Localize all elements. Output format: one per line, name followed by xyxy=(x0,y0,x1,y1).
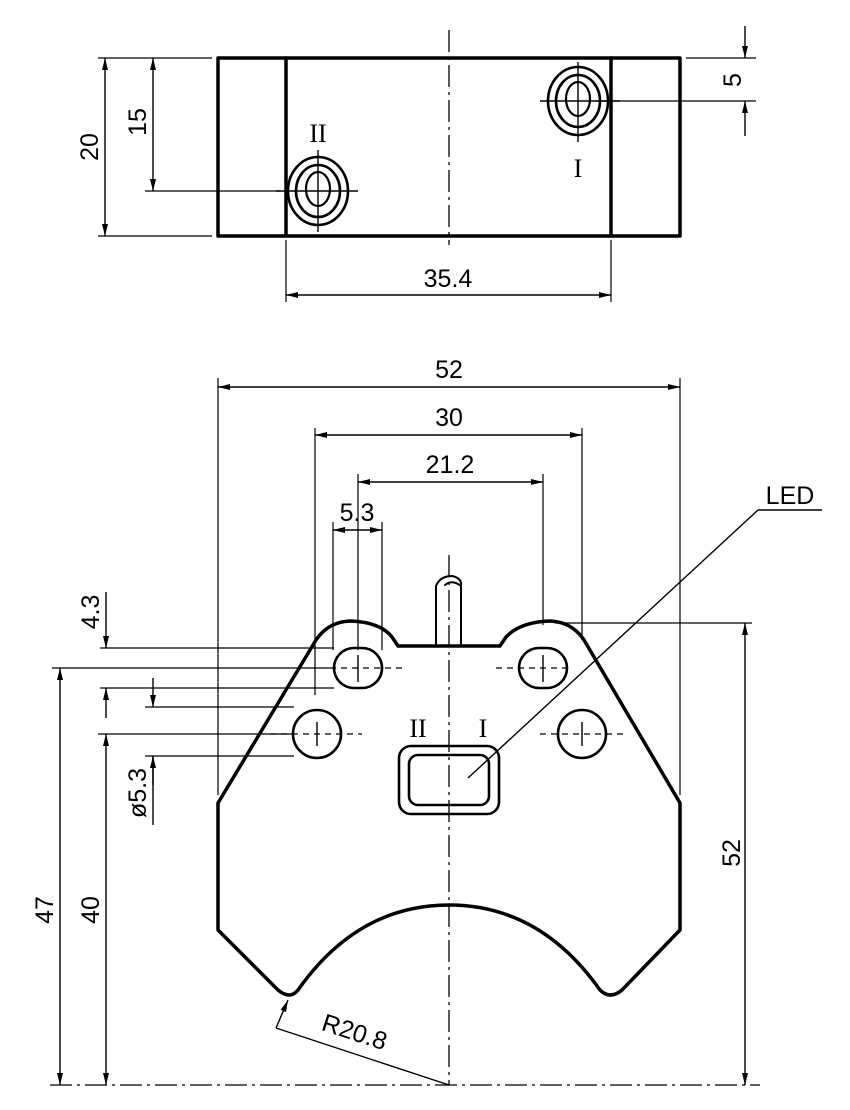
dim-width-52: 52 xyxy=(435,356,463,384)
led-label: LED xyxy=(766,482,815,510)
dim-height-52: 52 xyxy=(718,839,746,867)
radius-leader xyxy=(275,1027,450,1086)
hole-I-top xyxy=(540,62,620,142)
dim-width-30: 30 xyxy=(435,404,463,432)
dim-height-40: 40 xyxy=(77,896,105,924)
dim-spacing-35-4: 35.4 xyxy=(424,265,473,293)
slot-left xyxy=(330,646,405,690)
dim-slot-width-5-3: 5.3 xyxy=(340,499,375,527)
dim-slot-offset-4-3: 4.3 xyxy=(77,595,105,630)
cable-stub xyxy=(435,575,463,647)
hole-right xyxy=(540,708,628,760)
led-window xyxy=(397,744,501,816)
slot-right xyxy=(496,646,572,690)
hole-II-label: II xyxy=(309,119,326,148)
dim-height-20: 20 xyxy=(76,133,104,161)
led-leader-line xyxy=(467,509,759,779)
dim-height-15: 15 xyxy=(124,108,152,136)
front-view-body xyxy=(216,619,682,997)
dim-hole-diameter: ø5.3 xyxy=(124,768,152,818)
top-view: II I 20 15 5 35.4 xyxy=(76,26,756,302)
front-view: II I LED 52 30 21.2 5.3 4.3 xyxy=(31,356,822,1086)
led-II-label: II xyxy=(409,714,426,743)
dim-radius-r20-8: R20.8 xyxy=(318,1009,390,1056)
hole-I-label: I xyxy=(574,154,583,183)
dim-height-47: 47 xyxy=(31,896,59,924)
hole-II-top xyxy=(276,150,358,232)
dim-spacing-21-2: 21.2 xyxy=(426,451,475,479)
led-I-label: I xyxy=(479,714,488,743)
dim-offset-5: 5 xyxy=(719,73,747,87)
